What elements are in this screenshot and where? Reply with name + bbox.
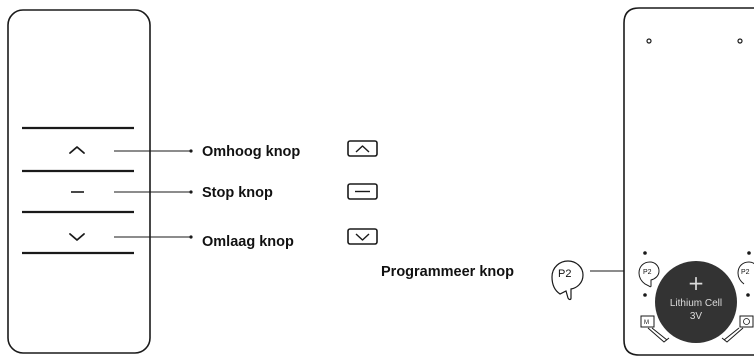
callout-up: Omhoog knop [114, 144, 300, 160]
callout-down: Omlaag knop [114, 234, 294, 250]
callout-program-label: Programmeer knop [381, 264, 514, 280]
p2-button-left[interactable]: P2 [638, 261, 660, 288]
timer-button[interactable] [721, 315, 754, 343]
leader-dot [189, 235, 193, 239]
battery-cell: + Lithium Cell 3V [655, 261, 737, 343]
remote-front-body [7, 9, 151, 354]
remote-front [7, 9, 151, 354]
indicator-dot [643, 293, 647, 297]
leader-dot [189, 190, 193, 194]
up-button[interactable] [22, 132, 134, 168]
callout-down-label: Omlaag knop [202, 234, 294, 250]
indicator-dot [746, 293, 750, 297]
stop-button[interactable] [22, 175, 134, 209]
stop-button-icon [347, 183, 378, 200]
leader-dot [189, 149, 193, 153]
svg-text:P2: P2 [741, 269, 750, 276]
chevron-up-icon [69, 146, 85, 154]
battery-label-line2: 3V [690, 311, 703, 322]
battery-circle [655, 261, 737, 343]
screw-hole [646, 38, 652, 44]
callout-up-label: Omhoog knop [202, 144, 300, 160]
battery-label-line1: Lithium Cell [670, 298, 722, 309]
down-button-icon [347, 228, 378, 245]
battery-plus: + [688, 271, 705, 295]
indicator-dot [643, 251, 647, 255]
p2-badge-text: P2 [558, 268, 571, 280]
m-button[interactable]: M [640, 315, 670, 343]
p2-button-icon: P2 [551, 260, 584, 301]
p2-button-right[interactable]: P2 [737, 261, 754, 285]
callout-stop-label: Stop knop [202, 185, 273, 201]
indicator-dot [747, 251, 751, 255]
svg-text:M: M [644, 320, 649, 326]
remote-back: P2 P2 + Lithium Cell 3V M [623, 7, 754, 356]
down-button[interactable] [22, 216, 134, 250]
svg-text:P2: P2 [643, 269, 652, 276]
chevron-down-icon [69, 233, 85, 241]
up-button-icon [347, 140, 378, 157]
callout-stop: Stop knop [114, 185, 273, 201]
callout-program: Programmeer knop P2 [381, 260, 640, 301]
timer-icon [743, 318, 750, 325]
screw-hole [737, 38, 743, 44]
